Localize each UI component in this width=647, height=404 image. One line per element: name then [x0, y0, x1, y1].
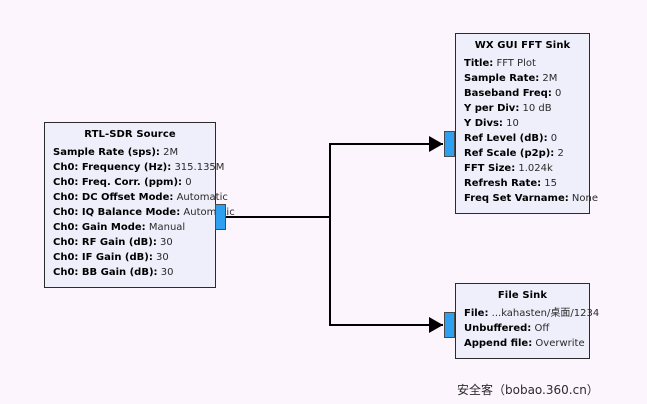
block-title-wx-gui-fft-sink: WX GUI FFT Sink: [474, 40, 571, 51]
param-key: Unbuffered:: [464, 323, 532, 334]
watermark-text: 安全客（bobao.360.cn）: [457, 383, 599, 397]
param-unbuffered: Unbuffered: Off: [464, 321, 581, 336]
param-value: FFT Plot: [496, 58, 536, 69]
param-value: Automatic: [176, 192, 228, 203]
param-key: Ch0: RF Gain (dB):: [53, 237, 157, 248]
param-key: Title:: [464, 58, 494, 69]
param-iq-balance-mode: Ch0: IQ Balance Mode: Automatic: [53, 205, 235, 220]
param-value: 10 dB: [522, 103, 552, 114]
block-title-rtl-sdr-source: RTL-SDR Source: [84, 129, 176, 140]
port-input-wx-gui-fft-sink[interactable]: [444, 131, 455, 157]
param-key: File:: [464, 308, 489, 319]
param-if-gain: Ch0: IF Gain (dB): 30: [53, 250, 207, 265]
param-value: Automatic: [183, 207, 235, 218]
param-freq-corr: Ch0: Freq. Corr. (ppm): 0: [53, 175, 207, 190]
param-y-divs: Y Divs: 10: [464, 116, 581, 131]
param-value: 1.024k: [518, 163, 553, 174]
param-key: Baseband Freq:: [464, 88, 552, 99]
param-value: 30: [160, 237, 173, 248]
param-value: None: [571, 193, 599, 204]
param-title: Title: FFT Plot: [464, 56, 581, 71]
wire-source-to-fft[interactable]: [226, 143, 443, 218]
param-key: Y per Div:: [464, 103, 520, 114]
param-bb-gain: Ch0: BB Gain (dB): 30: [53, 265, 207, 280]
param-key: Append file:: [464, 338, 533, 349]
block-file-sink[interactable]: File Sink File: ...kahasten/桌面/1234 Unbu…: [455, 283, 599, 359]
param-value: Overwrite: [535, 338, 585, 349]
block-title-file-sink: File Sink: [497, 290, 548, 301]
param-key: Freq Set Varname:: [464, 193, 569, 204]
param-key: Ref Level (dB):: [464, 133, 548, 144]
param-key: Sample Rate:: [464, 73, 540, 84]
param-value: 15: [544, 178, 558, 189]
param-value: Off: [534, 323, 550, 334]
param-gain-mode: Ch0: Gain Mode: Manual: [53, 220, 207, 235]
param-value: Manual: [148, 222, 186, 233]
param-dc-offset-mode: Ch0: DC Offset Mode: Automatic: [53, 190, 228, 205]
param-key: Y Divs:: [464, 118, 503, 129]
param-ref-level: Ref Level (dB): 0: [464, 131, 581, 146]
param-key: Ch0: IQ Balance Mode:: [53, 207, 181, 218]
param-value: 0: [555, 88, 562, 99]
param-value: ...kahasten/桌面/1234: [491, 308, 600, 319]
wire-source-to-filesink[interactable]: [329, 217, 443, 326]
param-key: FFT Size:: [464, 163, 516, 174]
param-key: Ch0: IF Gain (dB):: [53, 252, 153, 263]
param-key: Sample Rate (sps):: [53, 147, 160, 158]
param-freq-set-varname: Freq Set Varname: None: [464, 191, 598, 206]
block-rtl-sdr-source[interactable]: RTL-SDR Source Sample Rate (sps): 2M Ch0…: [44, 122, 235, 288]
param-value: 2M: [163, 147, 179, 158]
param-key: Ch0: Frequency (Hz):: [53, 162, 172, 173]
param-key: Refresh Rate:: [464, 178, 542, 189]
param-value: 10: [506, 118, 519, 129]
param-value: 2M: [542, 73, 558, 84]
arrow-input-wx-gui-fft-sink: [429, 136, 443, 152]
param-key: Ref Scale (p2p):: [464, 148, 555, 159]
port-output-rtl-sdr-source[interactable]: [215, 204, 226, 230]
param-sample-rate: Sample Rate (sps): 2M: [53, 145, 207, 160]
param-baseband-freq: Baseband Freq: 0: [464, 86, 581, 101]
param-value: 30: [156, 252, 169, 263]
param-value: 0: [185, 177, 192, 188]
param-key: Ch0: DC Offset Mode:: [53, 192, 174, 203]
port-input-file-sink[interactable]: [444, 312, 455, 338]
block-wx-gui-fft-sink[interactable]: WX GUI FFT Sink Title: FFT Plot Sample R…: [455, 33, 598, 214]
param-ref-scale: Ref Scale (p2p): 2: [464, 146, 581, 161]
param-append-file: Append file: Overwrite: [464, 336, 585, 351]
param-key: Ch0: Gain Mode:: [53, 222, 146, 233]
param-fft-size: FFT Size: 1.024k: [464, 161, 581, 176]
param-frequency: Ch0: Frequency (Hz): 315.135M: [53, 160, 224, 175]
param-refresh-rate: Refresh Rate: 15: [464, 176, 581, 191]
param-sample-rate: Sample Rate: 2M: [464, 71, 581, 86]
arrow-input-file-sink: [429, 317, 443, 333]
param-value: 315.135M: [174, 162, 225, 173]
param-value: 30: [160, 267, 174, 278]
param-value: 2: [557, 148, 564, 159]
param-value: 0: [550, 133, 558, 144]
param-key: Ch0: Freq. Corr. (ppm):: [53, 177, 183, 188]
param-file: File: ...kahasten/桌面/1234: [464, 306, 599, 321]
param-key: Ch0: BB Gain (dB):: [53, 267, 158, 278]
param-rf-gain: Ch0: RF Gain (dB): 30: [53, 235, 207, 250]
param-y-per-div: Y per Div: 10 dB: [464, 101, 581, 116]
